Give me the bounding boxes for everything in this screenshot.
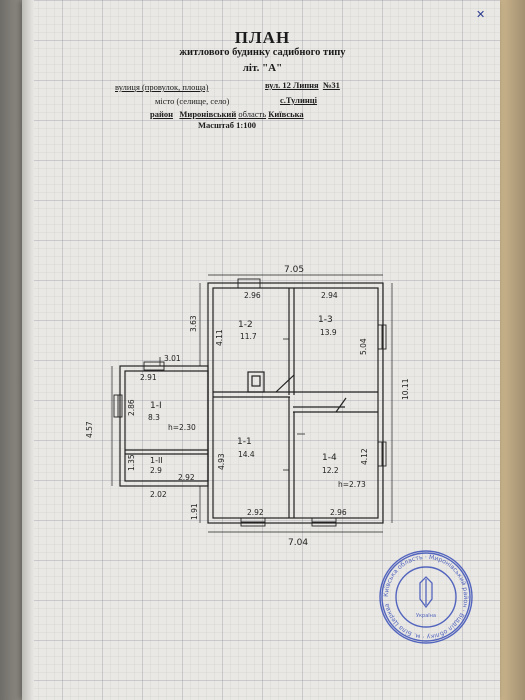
city-value: с.Тулинці [280,95,318,105]
stove [247,371,265,393]
district-value: Миронівський [179,109,237,119]
city-label: місто (селище, село) [155,96,230,106]
overall-width-top: 7.05 [284,265,304,275]
room-1-I-width: 2.91 [140,373,157,382]
door-swing-line [275,374,295,393]
room-1-2-height: 4.11 [215,329,224,346]
window-top-left [237,278,261,289]
room-1-II-id: 1-ІІ [150,456,163,465]
room-1-3-id: 1-3 [318,315,333,325]
room-1-II-area: 2.9 [150,466,162,475]
left-bottom-dim: 1.91 [190,503,199,520]
left-top-dim: 3.63 [189,315,198,332]
room-1-1-id: 1-1 [237,437,252,447]
trident-icon [419,576,433,609]
room-1-4-height: 4.12 [360,448,369,465]
room-1-II-height: 1.35 [127,454,136,471]
room-1-4-id: 1-4 [322,453,337,463]
overall-width-bottom: 7.04 [288,538,308,548]
room-1-4-width: 2.96 [330,508,347,517]
inner-wall-outline [212,287,379,519]
room-1-2-id: 1-2 [238,320,253,330]
room-1-I-id: 1-І [150,401,162,411]
district-row: район Миронівський область Київська [150,109,304,119]
street-value: вул. 12 Липня [265,80,319,90]
annex-inner [124,370,209,482]
room-1-II-width: 2.02 [150,490,167,499]
seal-center-text: Україна [416,613,436,619]
room-1-3-height: 5.04 [359,338,368,355]
room-1-I-area: 8.3 [148,413,160,422]
room-1-4-area: 12.2 [322,466,339,475]
room-1-1-height: 4.93 [217,453,226,470]
room-1-3-width: 2.94 [321,291,338,300]
document-title: ПЛАН [234,28,291,47]
room-1-1-width: 2.92 [247,508,264,517]
oblast-label: область [238,109,267,119]
address-street-row: вулиця (провулок, площа) [115,82,209,92]
room-1-2-area: 11.7 [240,332,257,341]
room-1-I-height: 2.86 [127,399,136,416]
street-label: вулиця (провулок, площа) [115,82,209,92]
corner-mark: ✕ [476,8,486,21]
stove-inner [251,375,261,387]
annex-ceiling-height: h=2.30 [168,423,196,432]
annex-left-dim: 4.57 [85,421,94,438]
oblast-value: Київська [268,109,304,119]
street-value-row: вул. 12 Липня №31 [265,80,340,90]
main-ceiling-height: h=2.73 [338,480,366,489]
sheet-binding [22,0,34,700]
district-label: район [150,109,174,119]
lit-label: літ. "А" [242,62,283,74]
door-swing-line-2 [335,397,347,413]
room-1-3-area: 13.9 [320,328,337,337]
room-1-2-width: 2.96 [244,291,261,300]
room-1-II-inner-width: 2.92 [178,473,195,482]
room-1-1-area: 14.4 [238,450,255,459]
right-total-dim: 10.11 [401,378,410,400]
document-subtitle: житлового будинку садибного типу [179,47,346,58]
house-number: №31 [322,80,340,90]
annex-top-dim: 3.01 [164,354,181,363]
official-seal: Київська область · Миронівський район · … [379,550,473,644]
scale-label: Масштаб 1:100 [198,120,256,130]
